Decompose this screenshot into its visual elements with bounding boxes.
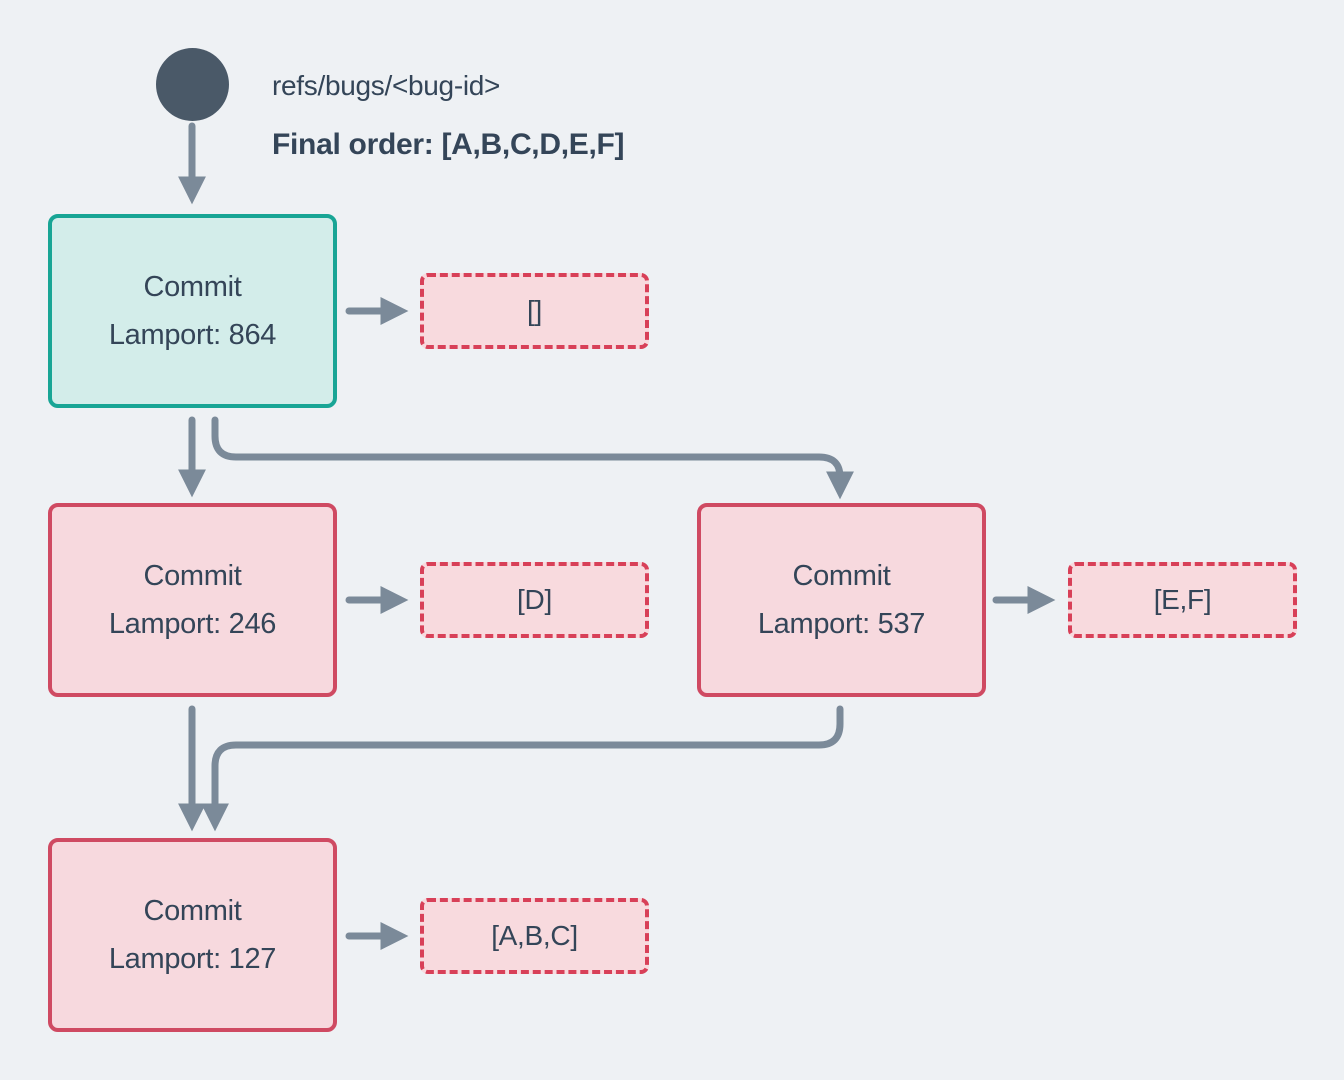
bugs-list-246: [D] (420, 562, 649, 638)
bugs-list-value: [E,F] (1153, 584, 1212, 615)
bugs-list-537: [E,F] (1068, 562, 1297, 638)
commit-node-864: Commit Lamport: 864 (48, 214, 337, 408)
commit-title: Commit (792, 560, 891, 592)
bugs-list-864: [] (420, 273, 649, 349)
commit-lamport: Lamport: 246 (108, 608, 277, 640)
commit-node-537: Commit Lamport: 537 (697, 503, 986, 697)
commit-title: Commit (143, 560, 242, 592)
bugs-list-127: [A,B,C] (420, 898, 649, 974)
branch-ref-dot-icon (156, 48, 229, 121)
bugs-list-value: [] (527, 295, 542, 326)
edge-commit-537-to-commit-127 (201, 705, 844, 832)
commit-node-246: Commit Lamport: 246 (48, 503, 337, 697)
commit-lamport: Lamport: 864 (108, 319, 277, 351)
branch-ref-label: refs/bugs/<bug-id> (272, 70, 501, 101)
bugs-list-value: [A,B,C] (491, 920, 578, 951)
commit-lamport: Lamport: 537 (757, 608, 926, 640)
commit-title: Commit (143, 271, 242, 303)
bugs-list-value: [D] (517, 584, 552, 615)
commit-node-127: Commit Lamport: 127 (48, 838, 337, 1032)
final-order-label: Final order: [A,B,C,D,E,F] (272, 128, 625, 161)
commit-lamport: Lamport: 127 (108, 943, 277, 975)
commit-title: Commit (143, 895, 242, 927)
edge-commit-864-to-commit-537 (211, 416, 854, 500)
